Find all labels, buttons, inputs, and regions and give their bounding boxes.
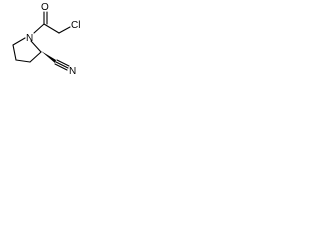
ring-bond-n-c2	[30, 40, 42, 53]
molecule-structure: N Cl O N	[12, 2, 80, 75]
nitrile-triple-bond-c	[54, 63, 68, 71]
nitrile-triple-bond-a	[56, 59, 70, 67]
bond-ch2-cl	[58, 26, 71, 34]
bond-carbonyl-ch2	[43, 23, 60, 34]
chloro-label: Cl	[71, 20, 80, 31]
carbonyl-oxygen-label: O	[41, 2, 49, 13]
ring-bond-c2-c3	[29, 51, 42, 63]
ring-bond-c4-c5	[12, 44, 17, 61]
ring-nitrogen-label: N	[26, 33, 33, 44]
bond-n-carbonyl-carbon	[33, 23, 45, 34]
stereo-wedge-bond	[41, 51, 56, 63]
ring-bond-c3-c4	[15, 59, 31, 63]
nitrile-nitrogen-label: N	[69, 66, 76, 75]
ring-bond-c5-n	[12, 37, 26, 46]
nitrile-triple-bond-b	[55, 61, 69, 69]
